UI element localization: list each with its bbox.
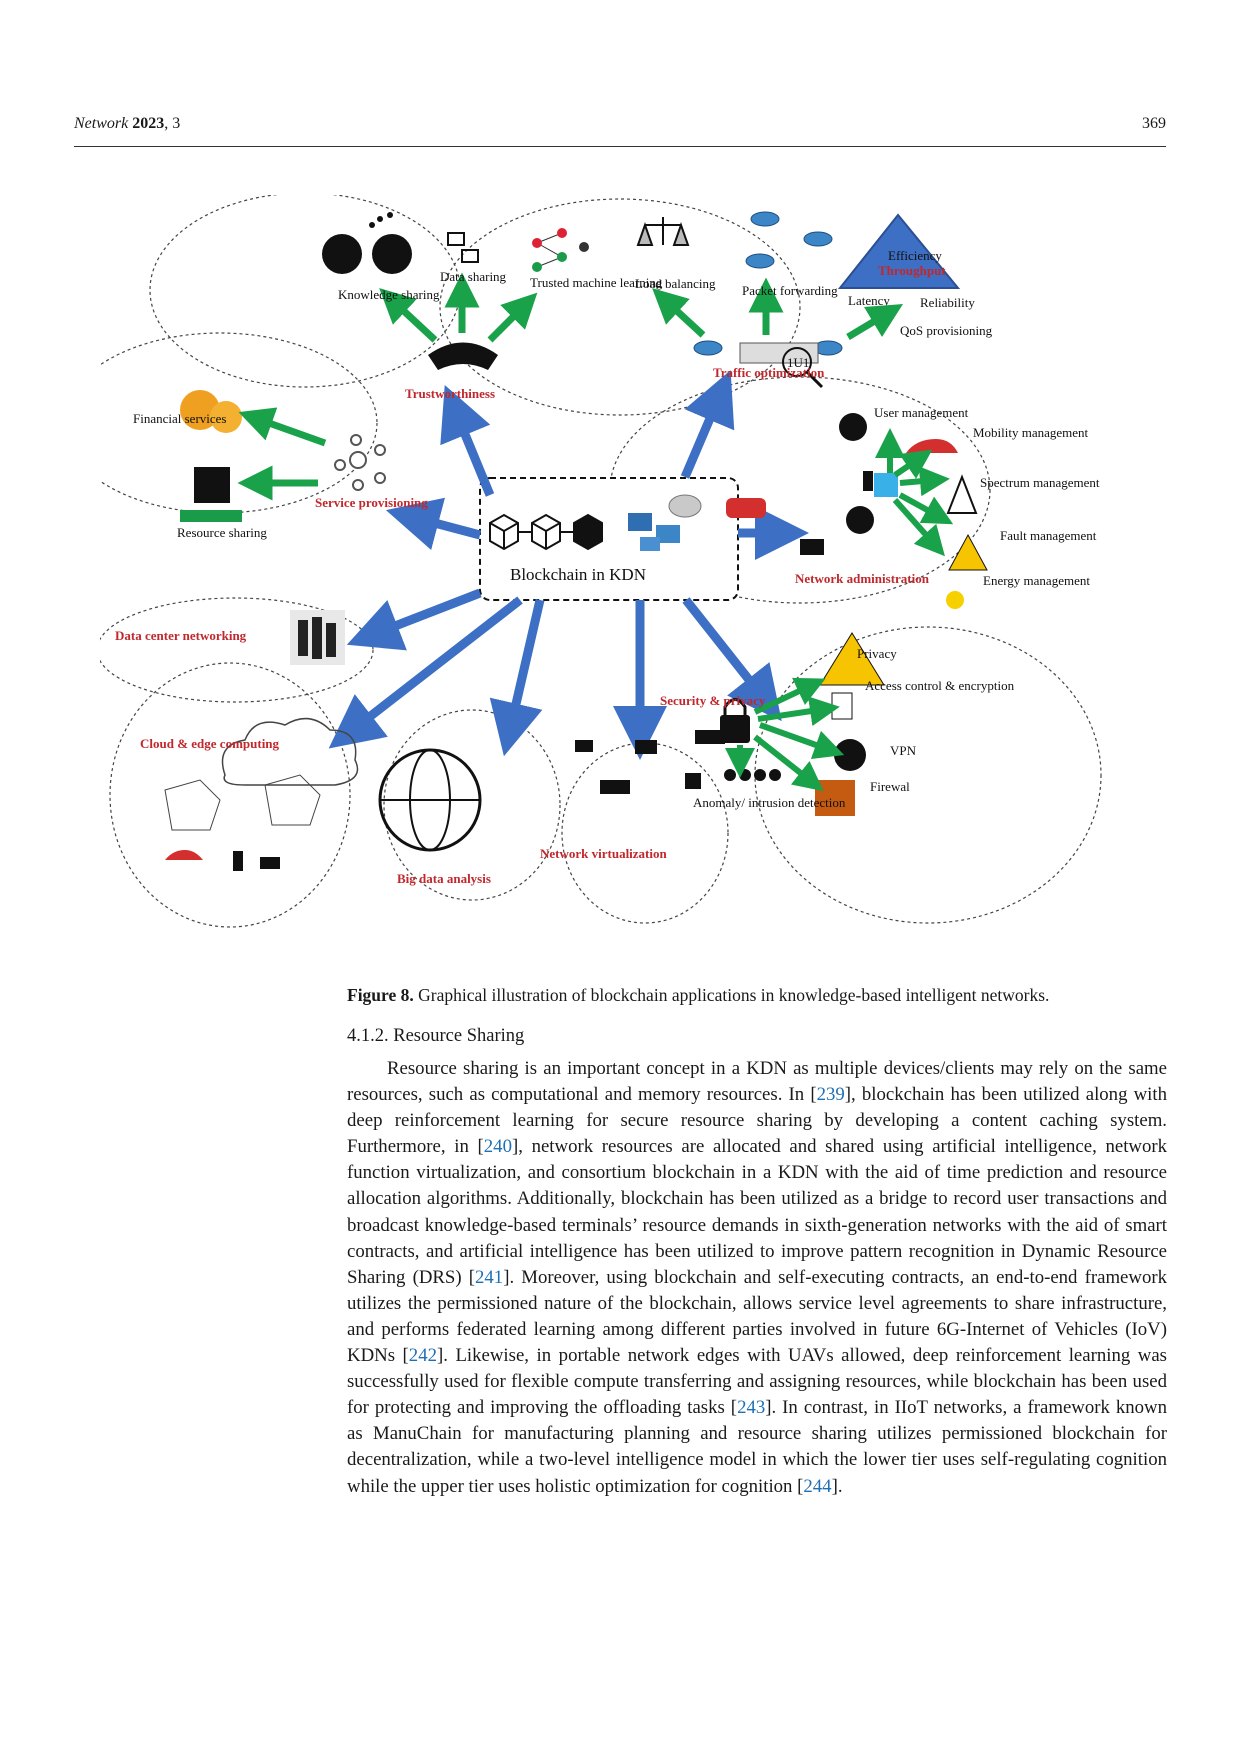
vpn-icon [834,739,866,771]
qos-triangle [840,215,958,288]
body-paragraph: Resource sharing is an important concept… [347,1056,1167,1500]
datacenter-cluster: Data center networking [115,610,345,665]
lock-icon [720,715,750,743]
citation-link[interactable]: 239 [816,1084,845,1106]
router-icons [693,211,843,356]
figure-8-diagram: Blockchain in KDN Knowledge sharing Data… [100,195,1102,928]
car-icon [906,439,958,453]
label-financial-services: Financial services [133,411,227,426]
laptop-icon [800,539,824,555]
trust-cluster: Knowledge sharing Data sharing Trusted m… [322,212,663,401]
label-knowledge-sharing: Knowledge sharing [338,287,440,302]
handshake-icon [428,342,498,370]
cloud-icon [221,717,359,786]
service-cluster: Financial services Resource sharing Serv… [133,390,428,540]
label-cloud-edge: Cloud & edge computing [140,736,280,751]
label-efficiency: Efficiency [888,248,942,263]
label-firewall: Firewal [870,779,910,794]
cluster-outlines [100,195,1102,928]
label-big-data: Big data analysis [397,871,491,886]
bitcoin-icon [180,390,220,430]
journal-name: Network [74,115,129,132]
chip-icon [194,467,230,503]
traffic-cluster: 1U1 Efficiency Throughput Latency Reliab… [635,211,993,389]
computers-brain-icon [628,494,702,551]
label-vpn: VPN [890,743,917,758]
label-reliability: Reliability [920,295,975,310]
warning-icon [948,533,988,571]
blockchain-cubes-icon [489,513,603,551]
paragraph-text: ]. Moreover, using blockchain and self-e… [347,1266,1167,1367]
paragraph-text: ], blockchain has been utilized along wi… [347,1084,1168,1158]
switch-icon [874,473,898,497]
label-user-management: User management [874,405,969,420]
label-network-administration: Network administration [795,571,930,586]
running-header-journal: Network 2023, 3 [74,115,180,133]
figure-caption: Figure 8. Graphical illustration of bloc… [347,985,1167,1006]
label-privacy: Privacy [857,646,897,661]
caption-text: Graphical illustration of blockchain app… [418,985,1050,1005]
label-access-control: Access control & encryption [865,678,1015,693]
journal-year: 2023 [132,115,165,132]
magnifier-icon [782,347,812,377]
access-control-icon [831,692,853,720]
scale-icon [636,217,690,246]
label-network-virtualization: Network virtualization [540,846,668,861]
service-network-icon [334,434,386,491]
label-throughput: Throughput [878,263,946,278]
subsection-heading: 4.1.2. Resource Sharing [347,1026,525,1046]
citation-link[interactable]: 242 [408,1345,437,1367]
caption-label: Figure 8. [347,985,414,1005]
paragraph-text: ]. In contrast, in IIoT networks, a fram… [347,1397,1168,1497]
network-admin-cluster: User management Mobility management Spec… [726,405,1100,609]
label-qos: QoS provisioning [900,323,993,338]
label-energy: Energy management [983,573,1090,588]
page-number: 369 [1142,115,1166,132]
paragraph-text: ]. [831,1475,843,1497]
user-head-icon [839,413,867,441]
label-anomaly: Anomaly/ intrusion detection [693,795,846,810]
label-service-provisioning: Service provisioning [315,495,428,510]
label-resource-sharing: Resource sharing [177,525,267,540]
car-icon [165,850,203,860]
people-icon [575,740,593,752]
label-latency: Latency [848,293,890,308]
label-fault: Fault management [1000,528,1097,543]
header-rule [74,146,1166,147]
virtualization-cluster: Network virtualization [540,730,725,861]
paragraph-text: ]. Likewise, in portable network edges w… [347,1345,1167,1419]
bulb-icon [946,591,964,609]
paragraph-text: ], network resources are allocated and s… [347,1136,1168,1288]
phone-icon [233,851,243,871]
center-label: Blockchain in KDN [510,565,646,584]
security-cluster: Privacy Access control & encryption VPN … [660,632,1015,816]
citation-link[interactable]: 241 [475,1266,504,1288]
label-traffic-optimization: Traffic optimization [713,365,825,380]
blue-arrows [328,370,809,760]
label-spectrum: Spectrum management [980,475,1100,490]
laptop-icon [260,857,280,869]
label-load-balancing: Load balancing [635,276,716,291]
label-packet-forwarding: Packet forwarding [742,283,838,298]
bigdata-cluster: Big data analysis [378,748,491,886]
label-data-center: Data center networking [115,628,247,643]
binary-digits: 1U1 [787,355,809,370]
citation-link[interactable]: 244 [803,1475,832,1497]
label-trustworthiness: Trustworthiness [405,386,495,401]
cloud-edge-cluster: Cloud & edge computing [140,717,359,871]
privacy-warning-icon [819,632,885,686]
label-trusted-ml: Trusted machine learning [530,275,663,290]
label-security-privacy: Security & privacy [660,693,766,708]
paragraph-text: Resource sharing is an important concept… [347,1058,1167,1106]
label-data-sharing: Data sharing [440,269,507,284]
journal-volume: , 3 [164,115,181,132]
spectrum-tower-icon [946,474,978,514]
citation-link[interactable]: 243 [737,1397,766,1419]
citation-link[interactable]: 240 [483,1136,512,1158]
edge-node-right [264,774,321,826]
laptop-icon [635,740,657,754]
edge-node-left [164,779,221,831]
label-mobility: Mobility management [973,425,1089,440]
